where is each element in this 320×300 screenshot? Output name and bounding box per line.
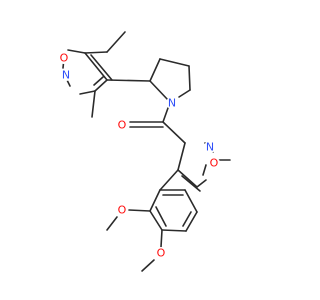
bond [90,54,113,81]
bond [106,216,118,231]
bond [162,121,186,144]
bond [94,79,108,92]
bond [155,206,167,227]
oxygen-atom: O [155,247,167,260]
bond [79,90,96,95]
bond [177,142,186,171]
nitrogen-atom: N [60,69,72,82]
bond [149,80,169,101]
bond [159,169,179,191]
oxygen-atom: O [116,204,128,217]
bond [149,189,161,212]
atom-symbol: O [118,204,127,217]
bond [202,164,207,176]
atom-symbol: O [210,157,219,170]
bond [185,211,198,232]
atom-symbol: N [206,141,214,154]
bond [93,76,104,86]
bond [67,49,86,54]
bonds [62,31,231,272]
bond [149,58,161,82]
bond [84,52,108,81]
oxygen-atom: O [208,157,220,170]
bond [149,210,163,231]
bond [182,211,192,227]
bond [177,169,198,188]
bond [128,209,151,212]
oxygen-atom: O [58,52,70,65]
bond [106,31,126,53]
bond [160,229,163,248]
atom-symbol: O [60,52,69,65]
bond [84,51,108,54]
nitrogen-atom: N [204,141,216,154]
bond [184,189,198,213]
bond [106,79,151,82]
bond [162,107,169,123]
bond [178,89,191,98]
bond [196,179,207,188]
bond [141,259,155,272]
bond [161,229,187,232]
atom-symbol: O [157,247,166,260]
atom-symbol: O [118,119,127,132]
bond [188,65,191,91]
atom-symbol: N [62,69,70,82]
nitrogen-atom: N [166,97,178,110]
atom-symbol: N [168,97,176,110]
oxygen-atom: O [116,119,128,132]
bond [91,90,96,118]
bond [159,58,190,67]
bond [181,175,201,192]
